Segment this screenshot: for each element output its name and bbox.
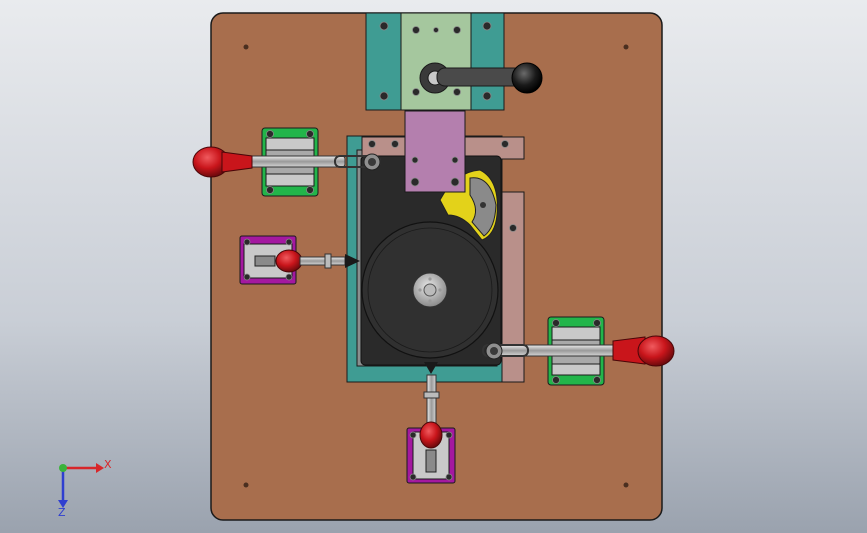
- push-clamp-left[interactable]: [239, 235, 360, 285]
- lever-arm[interactable]: [419, 62, 543, 94]
- push-clamp-bottom[interactable]: [406, 362, 456, 484]
- right-rail: [501, 191, 525, 383]
- x-axis-label: X: [104, 458, 112, 471]
- plate-corner-holes: [243, 44, 629, 488]
- toggle-clamp-right[interactable]: [482, 316, 675, 386]
- workpiece: [360, 155, 502, 366]
- top-bracket: [365, 12, 505, 111]
- axis-triad: X Z: [58, 458, 112, 519]
- toggle-clamp-left-upper[interactable]: [192, 127, 381, 197]
- clamp-plate-top: [404, 110, 466, 193]
- z-axis-label: Z: [58, 506, 66, 519]
